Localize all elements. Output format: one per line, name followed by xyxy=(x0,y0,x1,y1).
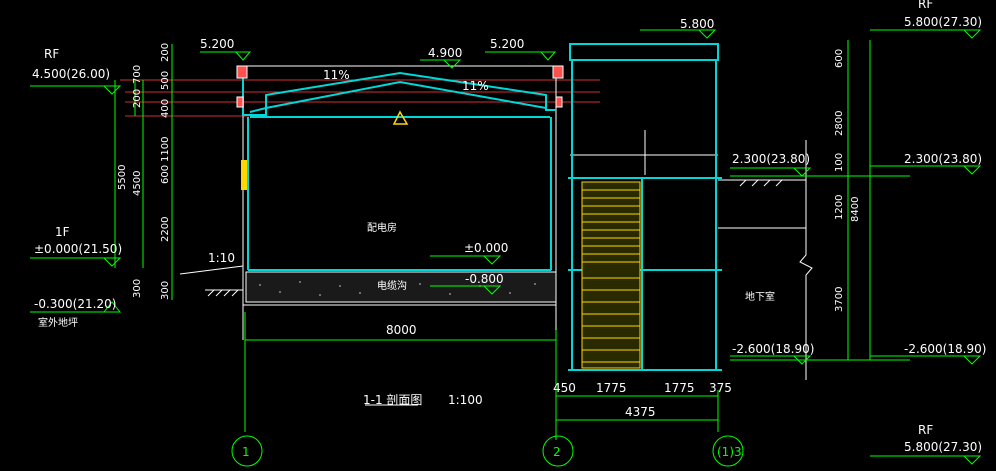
dim-700: 700 xyxy=(132,65,143,84)
axis-label-3: (1)3 xyxy=(717,445,742,459)
dim-r-8400: 8400 xyxy=(850,197,861,222)
dim-375: 375 xyxy=(709,381,732,395)
level-markers xyxy=(30,29,982,465)
dim-500: 500 xyxy=(160,71,171,90)
dim-r-2800: 2800 xyxy=(834,111,845,136)
trench-bottom-level: -0.800 xyxy=(465,272,504,286)
slope-left: 11% xyxy=(323,68,350,82)
right-bottom-level: -2.600(18.90) xyxy=(732,342,814,356)
stair-flight xyxy=(581,181,641,369)
dim-300b: 300 xyxy=(160,281,171,300)
dim-4375: 4375 xyxy=(625,405,656,419)
dim-200: 200 xyxy=(132,89,143,108)
dim-600: 600 xyxy=(160,165,171,184)
dim-r-3700: 3700 xyxy=(834,287,845,312)
room-label: 配电房 xyxy=(367,221,397,234)
outdoor-label: 室外地坪 xyxy=(38,316,78,329)
bottom-rf-label: RF xyxy=(918,423,933,437)
basement-label: 地下室 xyxy=(745,290,775,303)
rf-left-value: 4.500(26.00) xyxy=(32,67,110,81)
floor-1f-label: 1F xyxy=(55,225,70,239)
parapet-right-level: 5.200 xyxy=(490,37,524,51)
rf-left-label: RF xyxy=(44,47,59,61)
drawing-scale: 1:100 xyxy=(448,393,483,407)
dim-r-1200: 1200 xyxy=(834,195,845,220)
cable-trench xyxy=(245,271,557,303)
right-bottom-level-2: -2.600(18.90) xyxy=(904,342,986,356)
reference-lines xyxy=(120,79,600,117)
outdoor-hatch xyxy=(205,289,243,297)
dim-5500: 5500 xyxy=(117,165,128,190)
break-line xyxy=(799,140,813,380)
dim-r-100: 100 xyxy=(834,153,845,172)
right-ground-level: 2.300(23.80) xyxy=(904,152,982,166)
dim-r-600: 600 xyxy=(834,49,845,68)
ridge-level: 4.900 xyxy=(428,46,462,60)
roof-structure xyxy=(242,68,556,270)
axis-label-2: 2 xyxy=(553,445,561,459)
dim-300a: 300 xyxy=(132,279,143,298)
axis-bubbles xyxy=(231,435,744,467)
room-floor-level: ±0.000 xyxy=(464,241,508,255)
soil-hatch xyxy=(739,179,783,187)
stair-top-level: 5.800 xyxy=(680,17,714,31)
dimension-lines xyxy=(114,40,910,440)
dim-1775b: 1775 xyxy=(664,381,695,395)
trench-hatch xyxy=(259,281,536,296)
right-rf-value: 5.800(27.30) xyxy=(904,15,982,29)
parapets xyxy=(236,65,564,108)
dim-4500: 4500 xyxy=(132,171,143,196)
dim-200b: 200 xyxy=(160,43,171,62)
trench-label: 电缆沟 xyxy=(377,279,407,292)
dim-1775a: 1775 xyxy=(596,381,627,395)
drawing-title: 1-1 剖面图 xyxy=(363,393,422,407)
outdoor-level: -0.300(21.20) xyxy=(34,297,116,311)
slope-right: 11% xyxy=(462,79,489,93)
parapet-left-level: 5.200 xyxy=(200,37,234,51)
stair-treads xyxy=(582,189,640,363)
right-mid-level: 2.300(23.80) xyxy=(732,152,810,166)
window-mark xyxy=(241,160,247,190)
ramp-slope: 1:10 xyxy=(208,251,235,265)
warning-icon xyxy=(392,110,409,125)
dim-450: 450 xyxy=(553,381,576,395)
dim-400: 400 xyxy=(160,99,171,118)
axis-label-1: 1 xyxy=(242,445,250,459)
dim-1100: 1100 xyxy=(160,137,171,162)
bottom-rf-value: 5.800(27.30) xyxy=(904,440,982,454)
dim-2200: 2200 xyxy=(160,217,171,242)
right-rf-label: RF xyxy=(918,0,933,11)
floor-1f-value: ±0.000(21.50) xyxy=(34,242,122,256)
dim-8000: 8000 xyxy=(386,323,417,337)
